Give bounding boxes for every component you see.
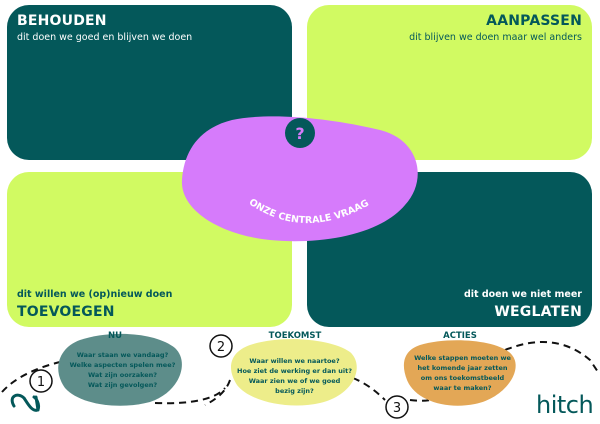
step-line: Hoe ziet de werking er dan uit? (237, 367, 352, 375)
quadrant-subtitle: dit doen we goed en blijven we doen (17, 32, 193, 43)
step-number: 2 (217, 340, 225, 355)
step-blob-acties (403, 340, 516, 406)
step-line: Waar willen we naartoe? (249, 357, 340, 365)
quadrant-title: BEHOUDEN (17, 13, 107, 29)
step-line: Waar zien we of we goed (248, 377, 341, 385)
question-glyph: ? (295, 124, 304, 143)
step-number: 1 (37, 375, 45, 390)
step-line: waar te maken? (433, 384, 492, 392)
step-line: Wat zijn gevolgen? (87, 381, 158, 389)
step-line: het komende jaar zetten (417, 364, 508, 372)
step-line: Welke stappen moeten we (414, 354, 511, 362)
dashed-path (352, 377, 386, 401)
quadrant-title: TOEVOEGEN (17, 304, 115, 320)
quadrant-subtitle: dit willen we (op)nieuw doen (17, 289, 173, 300)
step-line: om ons toekomstbeeld (420, 374, 505, 382)
quadrant-behouden: BEHOUDEN dit doen we goed en blijven we … (7, 5, 292, 160)
step-blob-nu (58, 333, 182, 406)
cn-logo (10, 393, 40, 412)
step-heading-acties: ACTIES (443, 331, 477, 341)
step-number-circle (209, 334, 233, 358)
hitch-logo: hitch (536, 391, 594, 419)
quadrant-subtitle: dit doen we niet meer (463, 289, 582, 300)
dashed-path (204, 379, 231, 406)
quadrant-title: WEGLATEN (494, 304, 582, 320)
step-number-circle (385, 395, 409, 419)
step-text-toekomst: Waar willen we naartoe? Hoe ziet de werk… (232, 356, 357, 396)
quadrant-subtitle: dit blijven we doen maar wel anders (409, 32, 582, 43)
step-text-nu: Waar staan we vandaag? Welke aspecten sp… (60, 350, 185, 390)
step-line: Wat zijn oorzaken? (87, 371, 158, 379)
step-line: Welke aspecten spelen mee? (69, 361, 176, 369)
central-question-blob (181, 116, 418, 242)
step-number-circle (29, 369, 53, 393)
question-mark-icon (285, 118, 315, 148)
dashed-path (409, 398, 436, 402)
step-line: bezig zijn? (275, 387, 314, 395)
step-number: 3 (393, 401, 401, 416)
step-text-acties: Welke stappen moeten we het komende jaar… (405, 353, 520, 393)
step-line: Waar staan we vandaag? (76, 351, 169, 359)
dashed-path (504, 341, 599, 373)
step-heading-toekomst: TOEKOMST (268, 331, 322, 341)
step-heading-nu: NU (107, 331, 123, 341)
quadrant-title: AANPASSEN (486, 13, 582, 29)
step-blob-toekomst (230, 339, 357, 406)
